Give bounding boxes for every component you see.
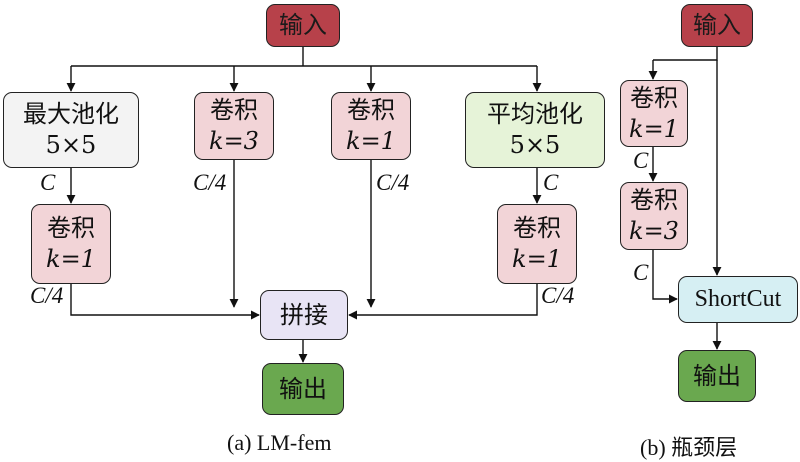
edge-conv-left-concat bbox=[70, 284, 260, 320]
concat-node: 拼接 bbox=[260, 290, 348, 340]
conv2-title-b: 卷积 bbox=[630, 186, 678, 215]
edge-b-input-bus bbox=[653, 47, 718, 61]
maxpool-node: 最大池化 5×5 bbox=[3, 92, 139, 168]
output-label-b: 输出 bbox=[693, 361, 741, 390]
conv-k1-right-node: 卷积 k=1 bbox=[497, 204, 577, 284]
edge-input-bus bbox=[71, 47, 537, 67]
conv-k1-left-param: k=1 bbox=[46, 245, 96, 273]
conv-k1-left-node: 卷积 k=1 bbox=[31, 204, 111, 284]
conv-k3-out-label: C/4 bbox=[193, 170, 227, 195]
conv2-param-b: k=3 bbox=[629, 217, 679, 245]
edge-b-conv2-shortcut bbox=[652, 250, 678, 304]
input-label-b: 输入 bbox=[693, 11, 741, 40]
maxpool-size: 5×5 bbox=[45, 131, 97, 159]
input-node-a: 输入 bbox=[266, 4, 340, 47]
conv-k3-title: 卷积 bbox=[210, 96, 258, 125]
output-node-b: 输出 bbox=[678, 350, 756, 402]
shortcut-node: ShortCut bbox=[678, 276, 798, 323]
output-label-a: 输出 bbox=[279, 374, 327, 403]
caption-b: (b) 瓶颈层 bbox=[640, 435, 738, 460]
conv-k1-mid-param: k=1 bbox=[346, 127, 396, 155]
input-label-a: 输入 bbox=[279, 11, 327, 40]
conv1-node-b: 卷积 k=1 bbox=[620, 80, 688, 147]
avgpool-size: 5×5 bbox=[509, 131, 561, 159]
edge-conv-right-concat bbox=[348, 284, 538, 320]
conv-k1-mid-title: 卷积 bbox=[347, 96, 395, 125]
conv-k1-right-out-label: C/4 bbox=[541, 283, 575, 308]
conv-k1-right-title: 卷积 bbox=[513, 214, 561, 243]
conv2-node-b: 卷积 k=3 bbox=[620, 182, 688, 250]
avgpool-out-label: C bbox=[543, 170, 559, 195]
conv1-param-b: k=1 bbox=[629, 114, 679, 143]
maxpool-title: 最大池化 bbox=[23, 100, 119, 129]
conv-k1-left-out-label: C/4 bbox=[30, 283, 64, 308]
conv-k3-param: k=3 bbox=[209, 127, 259, 155]
input-node-b: 输入 bbox=[681, 4, 753, 47]
concat-label: 拼接 bbox=[280, 300, 328, 329]
shortcut-label: ShortCut bbox=[694, 286, 782, 313]
conv-k3-node: 卷积 k=3 bbox=[194, 92, 274, 160]
conv-k1-mid-node: 卷积 k=1 bbox=[331, 92, 411, 160]
conv2-out-label-b: C bbox=[633, 260, 649, 285]
conv1-out-label-b: C bbox=[633, 148, 649, 173]
conv-k1-left-title: 卷积 bbox=[47, 214, 95, 243]
conv1-title-b: 卷积 bbox=[630, 83, 678, 112]
output-node-a: 输出 bbox=[262, 363, 344, 415]
avgpool-title: 平均池化 bbox=[487, 100, 583, 129]
conv-k1-mid-out-label: C/4 bbox=[376, 170, 410, 195]
maxpool-out-label: C bbox=[40, 170, 56, 195]
avgpool-node: 平均池化 5×5 bbox=[465, 92, 605, 168]
caption-a: (a) LM-fem bbox=[227, 430, 332, 455]
conv-k1-right-param: k=1 bbox=[512, 245, 562, 273]
